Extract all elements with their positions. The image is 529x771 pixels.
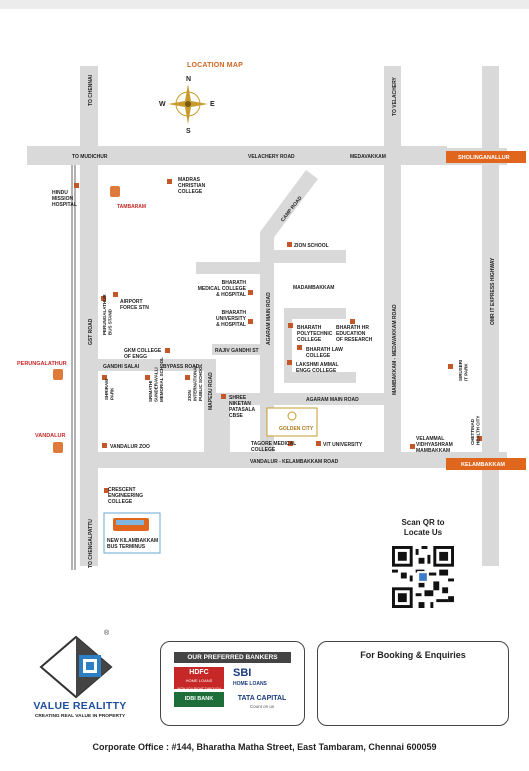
booking-enquiries-panel[interactable]: For Booking & Enquiries: [317, 641, 509, 726]
hdfc-name: HDFC: [189, 669, 209, 676]
agaram-main-road-v-label: AGARAM MAIN ROAD: [266, 292, 272, 345]
gandhi-salai-shape: [98, 359, 216, 371]
scan-qr-caption: Scan QR to Locate Us: [401, 518, 445, 537]
road-labels: TO CHENNAI TO VELACHERY TO MUDICHUR VELA…: [72, 74, 496, 568]
omr-shape: [482, 66, 499, 566]
gst-road-label: GST ROAD: [88, 318, 94, 345]
mambakkam-road-shape: [384, 66, 401, 466]
rajiv-gandhi-st-label: RAJIV GANDHI ST: [215, 348, 259, 354]
compass-n: N: [186, 76, 191, 83]
preferred-bankers-panel: OUR PREFERRED BANKERS HDFC HOME LOANS WI…: [160, 641, 305, 726]
vandalur-tag: VANDALUR: [35, 433, 65, 439]
rajiv-gandhi-st-shape: [212, 344, 262, 355]
landmark-vit: VIT UNIVERSITY: [323, 442, 363, 448]
sbi-logo: SBI HOME LOANS: [233, 668, 291, 688]
landmark-siruseri: SIRUSERIIT PARK: [458, 360, 469, 381]
registered-mark: ®: [104, 630, 110, 637]
landmark-vandalur-zoo: VANDALUR ZOO: [110, 444, 150, 450]
landmark-perungalathur-bus: PERUNGALATHURBUS STAND: [102, 294, 113, 335]
gandhi-salai-label: GANDHI SALAI: [103, 364, 140, 370]
brand-tagline: CREATING REAL VALUE IN PROPERTY: [34, 714, 126, 719]
vandalur-kelambakkam-shape: [98, 452, 507, 468]
landmark-zion-intl: ZIONINTERNATIONALPUBLIC SCHOOL: [187, 363, 203, 401]
agaram-h-road-label: AGARAM MAIN ROAD: [306, 397, 359, 403]
golden-city-label: GOLDEN CITY: [279, 426, 314, 432]
kelambakkam-tag: KELAMBAKKAM: [461, 462, 505, 468]
hdfc-sub: HOME LOANS: [185, 678, 213, 683]
to-chengalpattu-label: TO CHENGALPATTU: [88, 519, 94, 568]
mambakkam-road-label: MAMBAKKAM - MEDAVAKKAM ROAD: [392, 304, 398, 395]
perungalathur-station-icon: [53, 369, 63, 380]
mapedu-road-label: MAPEDU ROAD: [208, 372, 214, 410]
compass-s: S: [186, 128, 191, 135]
camp-road-shape: [260, 170, 318, 240]
compass-e: E: [210, 101, 215, 108]
golden-city-marker: GOLDEN CITY: [266, 407, 318, 437]
brand-name: VALUE REALITTY: [33, 700, 127, 712]
tata-sub: Count on us: [249, 704, 275, 709]
tata-capital-logo: TATA CAPITAL Count on us: [233, 695, 291, 713]
vandalur-kelambakkam-label: VANDALUR - KELAMBAKKAM ROAD: [250, 459, 339, 465]
velachery-road-shape: [27, 146, 447, 165]
to-velachery-label: TO VELACHERY: [392, 76, 398, 116]
perungalathur-tag: PERUNGALATHUR: [17, 361, 67, 367]
compass-icon: N S E W: [159, 76, 215, 135]
gst-road-shape: [80, 66, 98, 566]
corporate-office-address: Corporate Office : #144, Bharatha Matha …: [92, 742, 437, 752]
to-chennai-label: TO CHENNAI: [88, 74, 94, 106]
agaram-h-road-shape: [216, 393, 384, 405]
location-map: N S E W TO CHENNAI TO VELACHERY TO MUDIC…: [17, 66, 526, 570]
sbi-name: SBI: [233, 667, 252, 679]
landmark-zion-school: ZION SCHOOL: [294, 243, 329, 249]
booking-title: For Booking & Enquiries: [360, 650, 466, 660]
map-title: LOCATION MAP: [187, 62, 243, 69]
landmark-chettinad: CHETTINADHEALTH CITY: [470, 416, 481, 445]
to-mudichur-label: TO MUDICHUR: [72, 154, 108, 160]
omr-label: OMR IT EXPRESS HIGHWAY: [490, 257, 496, 325]
sholinganallur-tag: SHOLINGANALLUR: [458, 155, 510, 161]
mapedu-road-shape: [204, 359, 216, 455]
vandalur-station-icon: [53, 442, 63, 453]
bankers-header: OUR PREFERRED BANKERS: [174, 652, 291, 663]
madambakkam-label: MADAMBAKKAM: [293, 285, 334, 291]
tata-name: TATA CAPITAL: [237, 695, 287, 702]
compass-w: W: [159, 101, 166, 108]
hdfc-logo: HDFC HOME LOANS WITH YOU RIGHT THROUGH: [174, 667, 224, 691]
qr-code[interactable]: [392, 546, 454, 608]
value-realitty-logo: [39, 635, 113, 699]
landmark-srimathi: SRIMATHISUNDERAVALLIMEMORIAL SCHOOL: [148, 357, 164, 402]
medavakkam-label: MEDAVAKKAM: [350, 154, 386, 160]
landmark-shriram-park: SHRIRAMPARK: [104, 379, 115, 400]
tambaram-tag: TAMBARAM: [117, 204, 146, 210]
railway-line: [71, 165, 76, 570]
station-icons: [53, 186, 120, 453]
idbi-logo: IDBI BANK: [174, 692, 224, 707]
bypass-road-label: BYPASS ROAD: [163, 364, 200, 370]
sbi-sub: HOME LOANS: [233, 681, 267, 687]
area-tags: SHOLINGANALLUR KELAMBAKKAM PERUNGALATHUR…: [17, 151, 526, 470]
velachery-road-label: VELACHERY ROAD: [248, 154, 295, 160]
top-strip: [0, 0, 529, 9]
landmark-markers: [74, 179, 482, 493]
hdfc-tag: WITH YOU RIGHT THROUGH: [177, 687, 221, 691]
bus-terminus-image: [103, 512, 161, 554]
tambaram-station-icon: [110, 186, 120, 197]
